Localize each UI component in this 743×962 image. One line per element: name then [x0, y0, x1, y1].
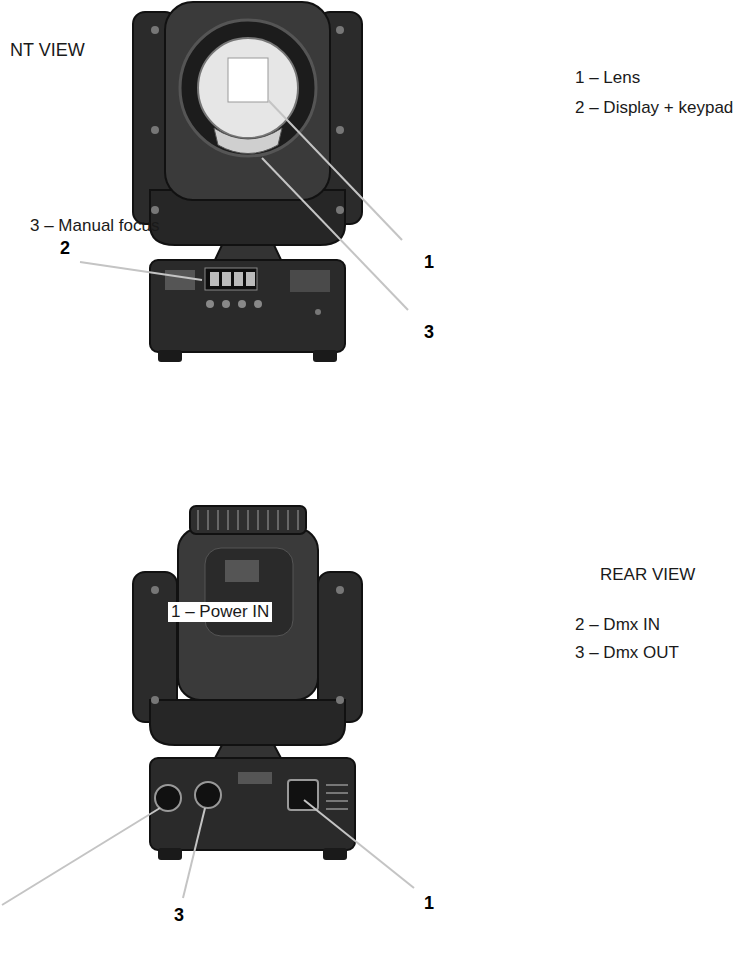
- callout-number: 3: [174, 905, 184, 926]
- lens-ring: [180, 20, 316, 156]
- callout-number: 2: [60, 238, 70, 259]
- lens: [198, 38, 298, 138]
- focus-ring: [214, 128, 282, 154]
- screw: [336, 586, 344, 594]
- rear-fixture: [133, 506, 362, 860]
- key: [222, 300, 230, 308]
- screw: [336, 26, 344, 34]
- leader-lines: [80, 100, 408, 310]
- part-name: 1 – Lens: [575, 68, 640, 88]
- base: [150, 260, 345, 352]
- ring-ridges: [198, 510, 298, 530]
- vent: [326, 785, 348, 809]
- leader-line: [2, 808, 160, 905]
- foot: [313, 350, 337, 362]
- leader-line: [262, 158, 408, 310]
- callout-number: 3: [424, 322, 434, 343]
- part-name: 2 – Dmx IN: [575, 615, 660, 635]
- focus-ring: [190, 506, 306, 534]
- leader-line: [80, 262, 202, 280]
- screw: [336, 126, 344, 134]
- screw: [151, 26, 159, 34]
- part-name: 1 – Power IN: [168, 602, 272, 622]
- foot: [158, 350, 182, 362]
- base: [150, 758, 355, 850]
- leader-line: [304, 800, 414, 888]
- callout-number: 1: [424, 252, 434, 273]
- display-digit: [246, 272, 255, 286]
- key: [206, 300, 214, 308]
- dmx-out-socket: [195, 782, 221, 808]
- leader-lines: [2, 800, 414, 905]
- part-name: 3 – Dmx OUT: [575, 643, 679, 663]
- power-inlet: [288, 780, 318, 810]
- rear-cover: [205, 548, 293, 636]
- display-digit: [210, 272, 219, 286]
- dmx-in-socket: [155, 785, 181, 811]
- screw: [151, 126, 159, 134]
- part-name: 2 – Display + keypad: [575, 98, 733, 118]
- leader-line: [268, 100, 402, 240]
- foot: [158, 848, 182, 860]
- display: [205, 268, 257, 290]
- screw: [151, 696, 159, 704]
- display-digit: [234, 272, 243, 286]
- key: [254, 300, 262, 308]
- yoke-base: [150, 700, 345, 745]
- key: [238, 300, 246, 308]
- screw: [336, 206, 344, 214]
- screw: [151, 586, 159, 594]
- screw: [336, 696, 344, 704]
- foot: [323, 848, 347, 860]
- view-title: REAR VIEW: [600, 565, 695, 585]
- fuse-holder: [238, 772, 272, 784]
- mic-hole: [315, 309, 321, 315]
- front-fixture: [133, 2, 362, 362]
- head-body: [165, 2, 330, 200]
- leader-line: [183, 808, 205, 898]
- logo-mark: [165, 270, 195, 290]
- part-name: 3 – Manual focus: [30, 216, 159, 236]
- model-badge: [290, 270, 330, 292]
- screw: [151, 206, 159, 214]
- lens-reflection: [228, 58, 268, 102]
- display-digit: [222, 272, 231, 286]
- view-title: NT VIEW: [10, 40, 85, 61]
- logo-mark: [225, 560, 259, 582]
- callout-number: 1: [424, 893, 434, 914]
